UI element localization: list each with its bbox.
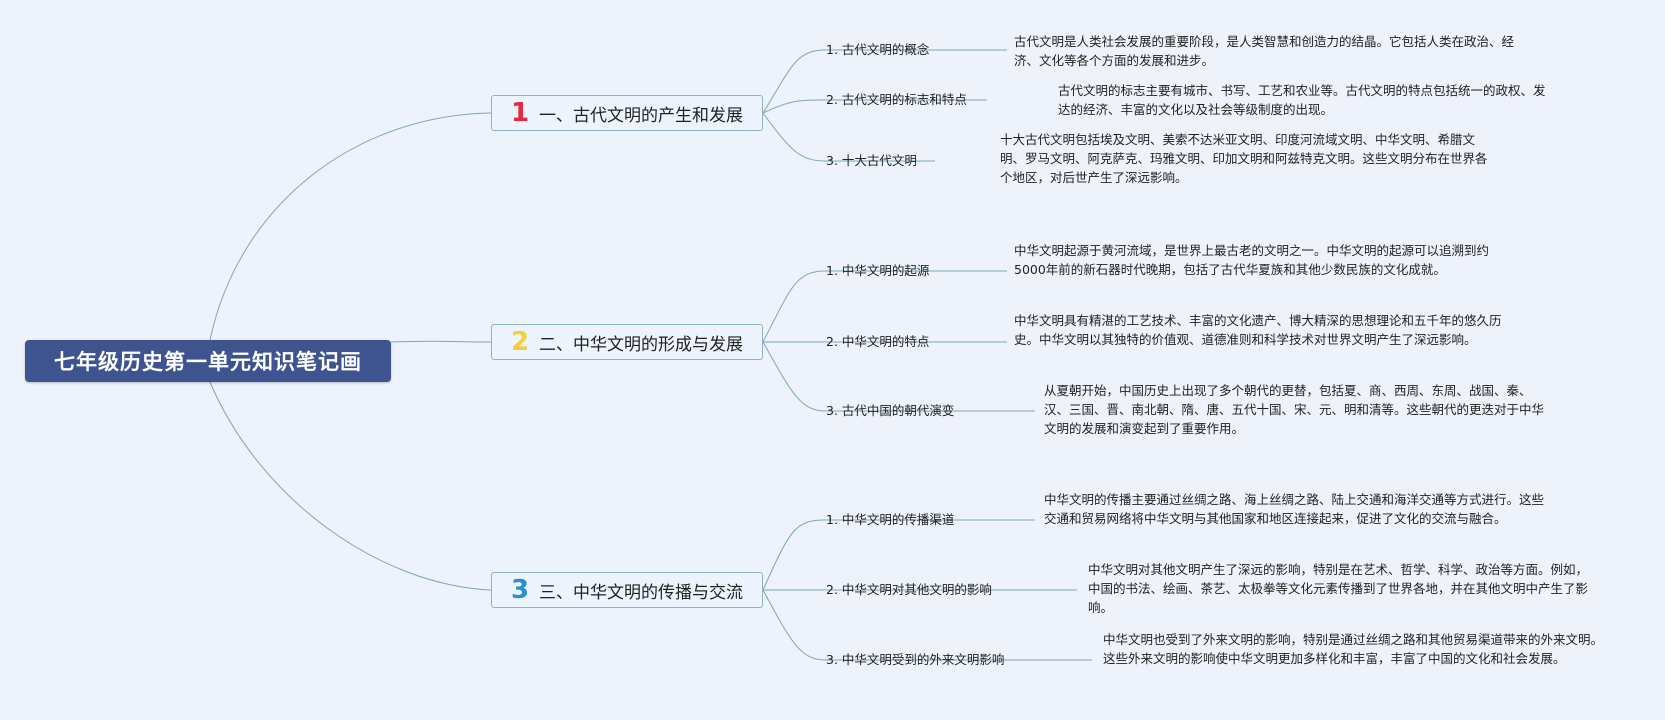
branch2-link-1 (762, 270, 1007, 343)
branch1-link-1 (762, 49, 1007, 114)
branch3-link-3 (762, 589, 1092, 661)
note-3-3: 中华文明也受到了外来文明的影响，特别是通过丝绸之路和其他贸易渠道带来的外来文明。… (1103, 632, 1604, 666)
subtopic-2-2[interactable]: 2. 中华文明的特点 (826, 334, 930, 349)
number-badge-2: 2 (510, 327, 530, 357)
branch-topic-3[interactable]: 3 三、中华文明的传播与交流 (491, 572, 763, 608)
subtopic-1-2[interactable]: 2. 古代文明的标志和特点 (826, 92, 967, 107)
branch-title-3: 三、中华文明的传播与交流 (539, 582, 744, 603)
branch1-link-2 (762, 99, 987, 114)
note-1-3: 十大古代文明包括埃及文明、美索不达米亚文明、印度河流域文明、中华文明、希腊文明、… (1000, 132, 1488, 185)
subtopic-3-2[interactable]: 2. 中华文明对其他文明的影响 (826, 582, 992, 597)
note-2-3: 从夏朝开始，中国历史上出现了多个朝代的更替，包括夏、商、西周、东周、战国、秦、汉… (1044, 383, 1545, 436)
number-badge-1: 1 (510, 98, 530, 128)
subtopic-1-1[interactable]: 1. 古代文明的概念 (826, 42, 930, 57)
note-2-2: 中华文明具有精湛的工艺技术、丰富的文化遗产、博大精深的思想理论和五千年的悠久历史… (1014, 313, 1502, 347)
note-1-2: 古代文明的标志主要有城市、书写、工艺和农业等。古代文明的特点包括统一的政权、发达… (1058, 83, 1546, 117)
root-topic[interactable]: 七年级历史第一单元知识笔记画 (25, 340, 391, 382)
number-badge-3: 3 (510, 575, 530, 605)
branch3-link-1 (762, 519, 1035, 591)
subtopic-3-3[interactable]: 3. 中华文明受到的外来文明影响 (826, 652, 1005, 667)
subtopic-3-1[interactable]: 1. 中华文明的传播渠道 (826, 512, 955, 527)
root-link-2 (390, 340, 492, 343)
note-3-1: 中华文明的传播主要通过丝绸之路、海上丝绸之路、陆上交通和海洋交通等方式进行。这些… (1044, 492, 1545, 526)
branch-topic-2[interactable]: 2 二、中华文明的形成与发展 (491, 324, 763, 360)
subtopic-2-3[interactable]: 3. 古代中国的朝代演变 (826, 403, 955, 418)
branch1-link-3 (762, 112, 935, 162)
note-1-1: 古代文明是人类社会发展的重要阶段，是人类智慧和创造力的结晶。它包括人类在政治、经… (1014, 34, 1515, 68)
root-link-3 (209, 381, 492, 591)
branch-title-2: 二、中华文明的形成与发展 (539, 334, 744, 355)
branch2-link-3 (762, 341, 1035, 412)
branch-topic-1[interactable]: 1 一、古代文明的产生和发展 (491, 95, 763, 131)
note-2-1: 中华文明起源于黄河流域，是世界上最古老的文明之一。中华文明的起源可以追溯到约50… (1014, 243, 1490, 277)
branch-title-1: 一、古代文明的产生和发展 (539, 105, 744, 126)
subtopic-1-3[interactable]: 3. 十大古代文明 (826, 153, 917, 168)
note-3-2: 中华文明对其他文明产生了深远的影响，特别是在艺术、哲学、科学、政治等方面。例如，… (1088, 562, 1589, 615)
root-link-1 (209, 112, 492, 341)
subtopic-2-1[interactable]: 1. 中华文明的起源 (826, 263, 930, 278)
